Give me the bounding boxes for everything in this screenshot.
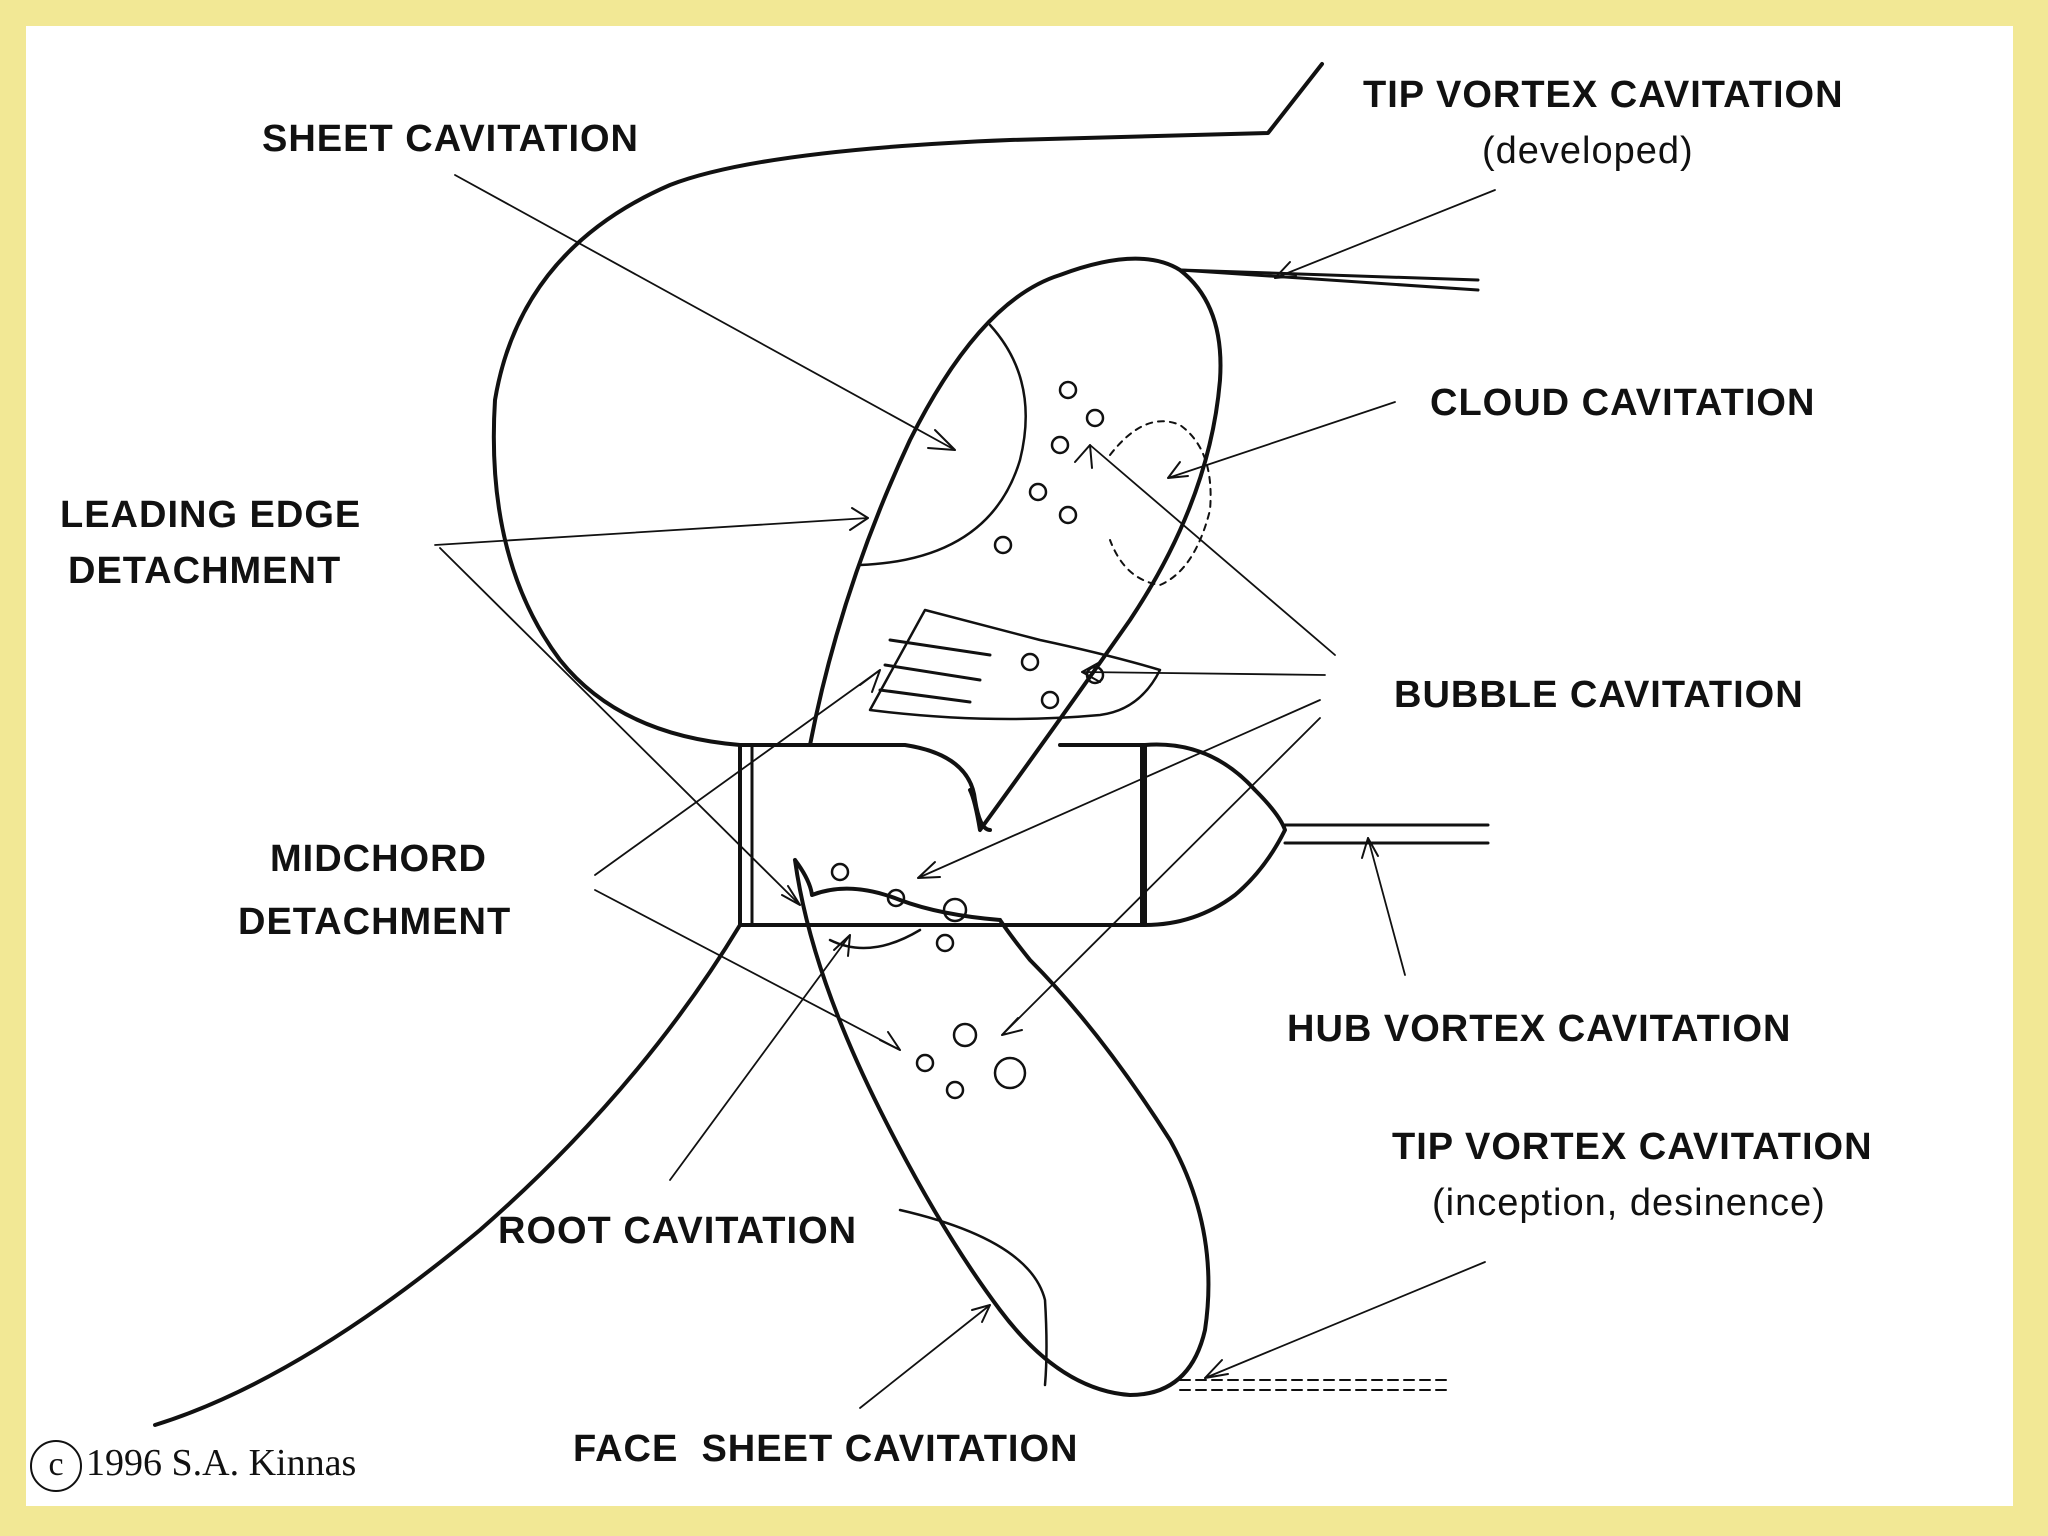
hatch-2 (883, 663, 982, 682)
shaft-strut (153, 923, 742, 1427)
label-cloud-cavitation: CLOUD CAVITATION (1430, 382, 1816, 424)
label-leading-edge: LEADING EDGE (60, 494, 362, 536)
tip-vortex-line-2 (1178, 268, 1480, 292)
upper-blade-outline (491, 62, 1324, 747)
label-face-sheet-cavitation: FACE SHEET CAVITATION (573, 1428, 1079, 1470)
label-bubble-cavitation: BUBBLE CAVITATION (1394, 674, 1804, 716)
label-midchord: MIDCHORD (270, 838, 487, 880)
copyright-text: 1996 S.A. Kinnas (86, 1442, 357, 1484)
label-tip-vortex-inception: TIP VORTEX CAVITATION (1392, 1126, 1873, 1168)
label-root-cavitation: ROOT CAVITATION (498, 1210, 858, 1252)
hatch-1 (888, 638, 992, 657)
hatch-3 (878, 688, 972, 704)
tip-vortex-line-1 (1178, 268, 1480, 282)
arrowheads (781, 261, 1379, 1379)
face-sheet-region (898, 1208, 1048, 1387)
midchord-patch (868, 608, 1162, 721)
label-leading-edge-detachment: DETACHMENT (68, 550, 342, 592)
label-tip-vortex-inception-sub: (inception, desinence) (1432, 1182, 1826, 1224)
label-tip-vortex-developed: TIP VORTEX CAVITATION (1363, 74, 1844, 116)
lower-blade-outline (793, 858, 1211, 1397)
leader-lines (434, 174, 1496, 1409)
root-cavitation-region (828, 928, 922, 950)
label-hub-vortex-cavitation: HUB VORTEX CAVITATION (1287, 1008, 1792, 1050)
label-sheet-cavitation: SHEET CAVITATION (262, 118, 639, 160)
label-midchord-detachment: DETACHMENT (238, 901, 512, 943)
label-tip-vortex-developed-sub: (developed) (1482, 130, 1694, 172)
hub-cap (1143, 742, 1287, 927)
upper-blade-front (808, 256, 1223, 832)
bubbles (830, 380, 1105, 1100)
cloud-cavitation-region (1109, 420, 1212, 586)
copyright-symbol: c (30, 1440, 82, 1492)
sheet-cavitation-region (858, 323, 1027, 567)
